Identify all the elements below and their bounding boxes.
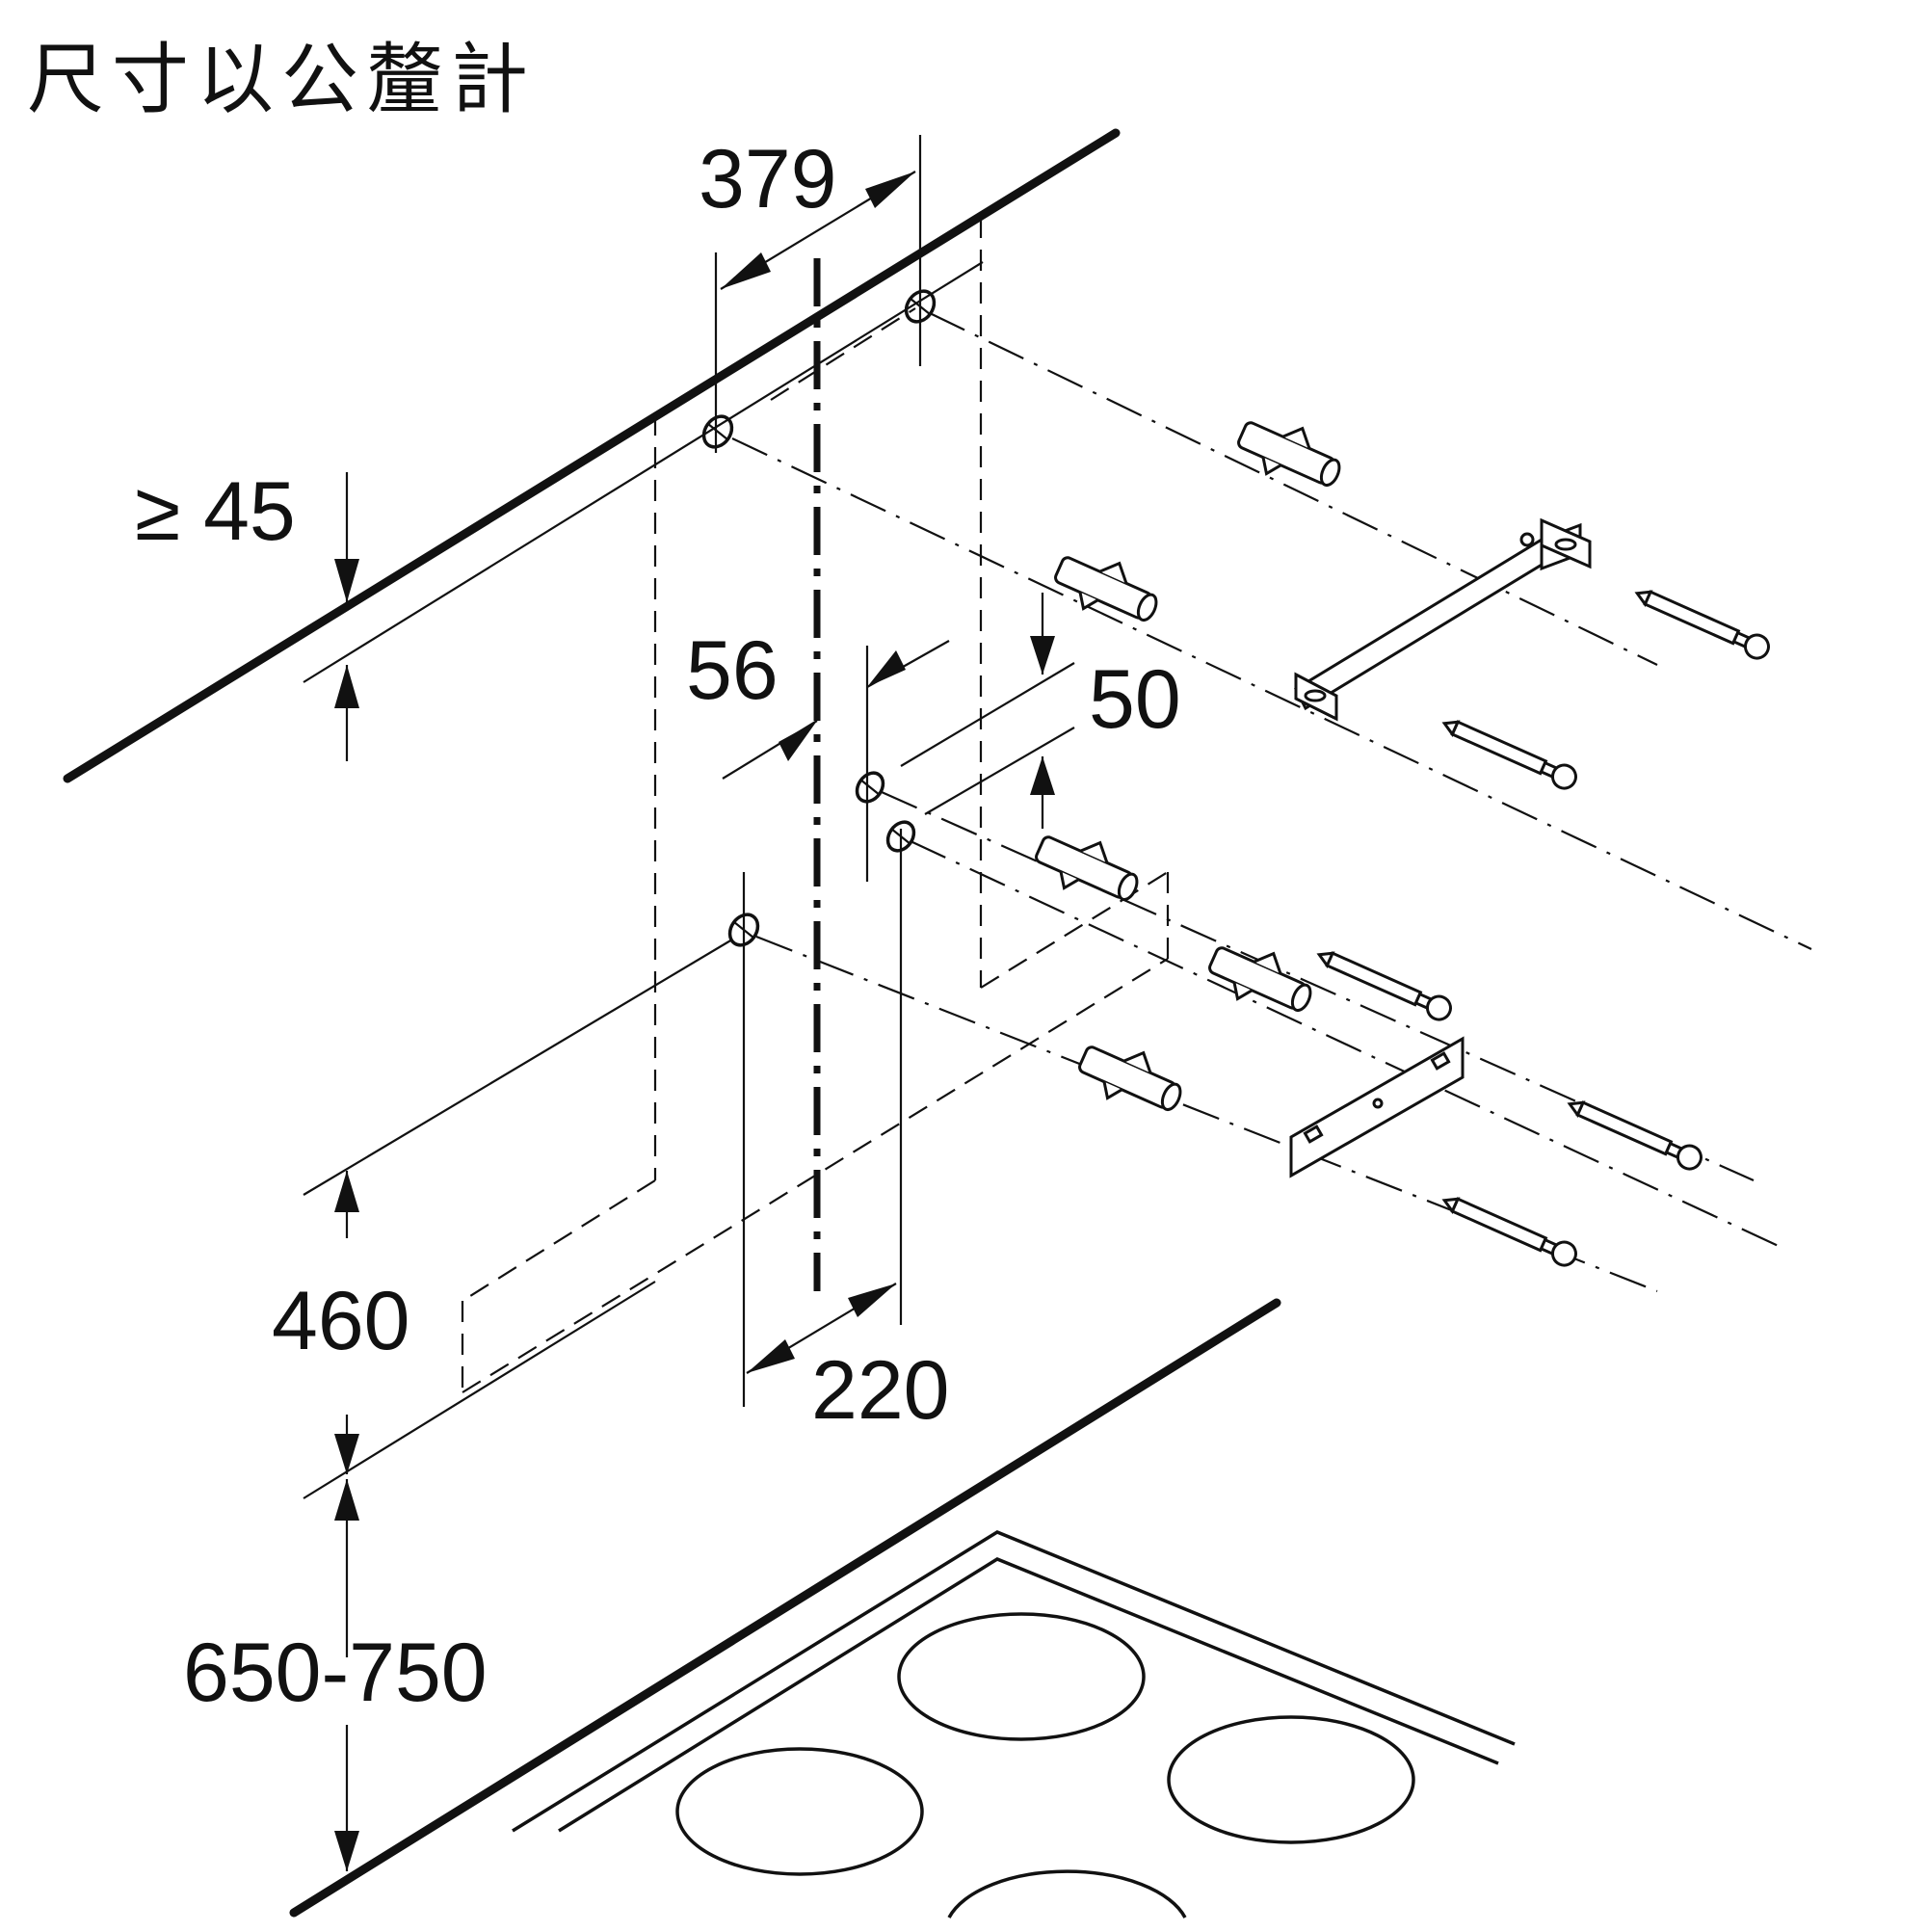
ceiling-line <box>63 128 1121 783</box>
dim-220-label: 220 <box>811 1344 950 1437</box>
dim-56-label: 56 <box>686 624 779 717</box>
dim-460-label: 460 <box>272 1275 410 1367</box>
dim-379: 379 <box>699 133 922 453</box>
dim-379-label: 379 <box>699 133 837 225</box>
upper-right-axis <box>929 312 1658 666</box>
upper-left-axis <box>731 437 1812 950</box>
wall-plug-icon <box>1035 421 1341 1112</box>
dim-56: 56 <box>686 624 950 882</box>
hood-outline <box>461 217 1170 1393</box>
dim-220: 220 <box>742 829 950 1437</box>
dim-50-label: 50 <box>1089 653 1181 746</box>
mounting-rail-icon <box>1289 1036 1465 1178</box>
dim-650-750-label: 650-750 <box>183 1627 488 1719</box>
lower-axis-2 <box>910 840 1783 1249</box>
lower-mount-holes <box>727 771 916 947</box>
upper-mount-holes <box>701 289 937 449</box>
cooktop-edge-line <box>289 1298 1281 1918</box>
dim-min-45-label: ≥ 45 <box>135 465 296 558</box>
ceiling-offset-line <box>303 261 984 683</box>
diagram-title: 尺寸以公釐計 <box>27 35 536 124</box>
dim-50: 50 <box>900 593 1181 829</box>
dim-min-45: ≥ 45 <box>135 465 359 761</box>
screw-icon <box>1316 590 1770 1267</box>
cooktop-icon <box>512 1530 1516 1919</box>
mounting-bracket-icon <box>1294 517 1592 722</box>
dim-650-750: 650-750 <box>183 1479 488 1871</box>
dim-460: 460 <box>272 939 733 1499</box>
